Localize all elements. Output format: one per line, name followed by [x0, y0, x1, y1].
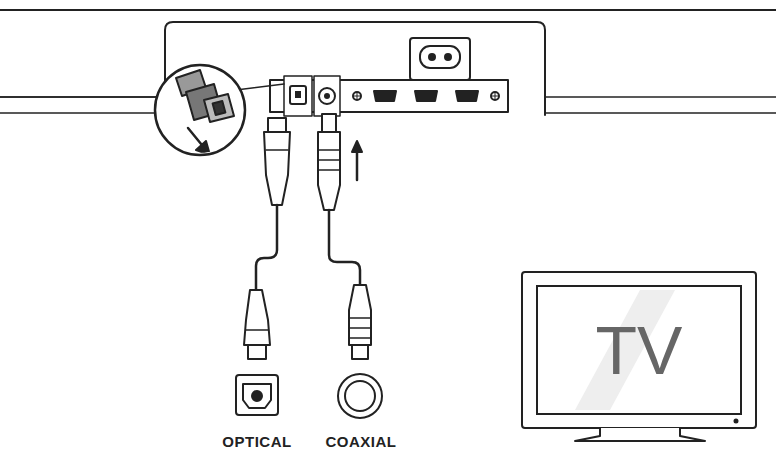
- coaxial-jack-icon: [338, 374, 382, 418]
- coaxial-port: [319, 88, 335, 104]
- optical-port-frame: [284, 76, 312, 116]
- coaxial-plug: [318, 132, 340, 210]
- screw: [353, 92, 361, 100]
- push-arrow: [356, 150, 359, 180]
- optical-plug: [264, 132, 290, 205]
- hdmi-port: [456, 91, 478, 101]
- dust-cap-detail: [176, 70, 234, 155]
- tv-stand: [575, 428, 705, 441]
- magnifier-circle: [155, 65, 245, 155]
- port-label: OPTICAL: [222, 433, 291, 450]
- power-inlet: [410, 38, 470, 80]
- hdmi-port: [415, 91, 437, 101]
- wall-line: [0, 9, 776, 11]
- coaxial-port-frame: [314, 76, 340, 116]
- coaxial-plug: [349, 285, 371, 345]
- tv-label: TV: [596, 311, 683, 389]
- soundbar-body: [165, 22, 545, 115]
- tv-frame: [522, 272, 756, 428]
- coaxial-cable: [329, 210, 360, 285]
- tv-screen: TV: [536, 285, 742, 415]
- screw: [491, 92, 499, 100]
- optical-cable: [256, 205, 277, 290]
- hdmi-port: [374, 91, 396, 101]
- optical-jack-icon: [236, 375, 278, 415]
- leader-line: [236, 84, 284, 90]
- optical-plug-tip: [268, 118, 286, 132]
- port-label: COAXIAL: [326, 433, 397, 450]
- optical-plug: [244, 290, 270, 345]
- optical-port: [290, 86, 306, 104]
- coaxial-plug-tip: [322, 114, 336, 132]
